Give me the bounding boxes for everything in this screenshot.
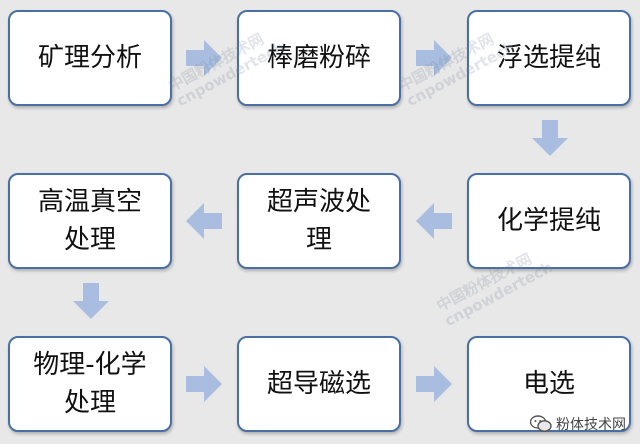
step-electrostatic: 电选 <box>467 336 631 432</box>
step-label: 电选 <box>522 369 575 399</box>
step-superconducting-magnetic: 超导磁选 <box>237 336 401 432</box>
arrow-down-icon <box>73 283 109 319</box>
badge-text: 粉体技术网 <box>556 417 626 433</box>
step-ultrasonic: 超声波处 理 <box>237 173 401 269</box>
step-label: 矿理分析 <box>37 43 142 73</box>
wechat-icon <box>530 415 552 432</box>
arrow-left-icon <box>416 203 452 239</box>
arrow-right-icon <box>186 366 222 402</box>
step-high-temp-vacuum: 高温真空 处理 <box>8 173 172 269</box>
step-label: 高温真空 处理 <box>37 187 142 255</box>
step-label: 超声波处 理 <box>266 187 371 255</box>
step-label: 化学提纯 <box>496 206 601 236</box>
step-label: 浮选提纯 <box>496 43 601 73</box>
arrow-left-icon <box>186 203 222 239</box>
step-chemical-purification: 化学提纯 <box>467 173 631 269</box>
arrow-down-icon <box>532 120 568 156</box>
step-physical-chemical: 物理-化学 处理 <box>8 336 172 432</box>
step-label: 超导磁选 <box>266 369 371 399</box>
step-flotation-purification: 浮选提纯 <box>467 10 631 106</box>
source-badge: 粉体技术网 <box>530 414 626 434</box>
watermark-en: cnpowdertech <box>441 257 556 331</box>
step-label: 棒磨粉碎 <box>266 43 371 73</box>
arrow-right-icon <box>416 40 452 76</box>
arrow-right-icon <box>186 40 222 76</box>
arrow-right-icon <box>416 366 452 402</box>
step-label: 物理-化学 处理 <box>33 350 147 418</box>
step-rod-milling: 棒磨粉碎 <box>237 10 401 106</box>
step-ore-analysis: 矿理分析 <box>8 10 172 106</box>
